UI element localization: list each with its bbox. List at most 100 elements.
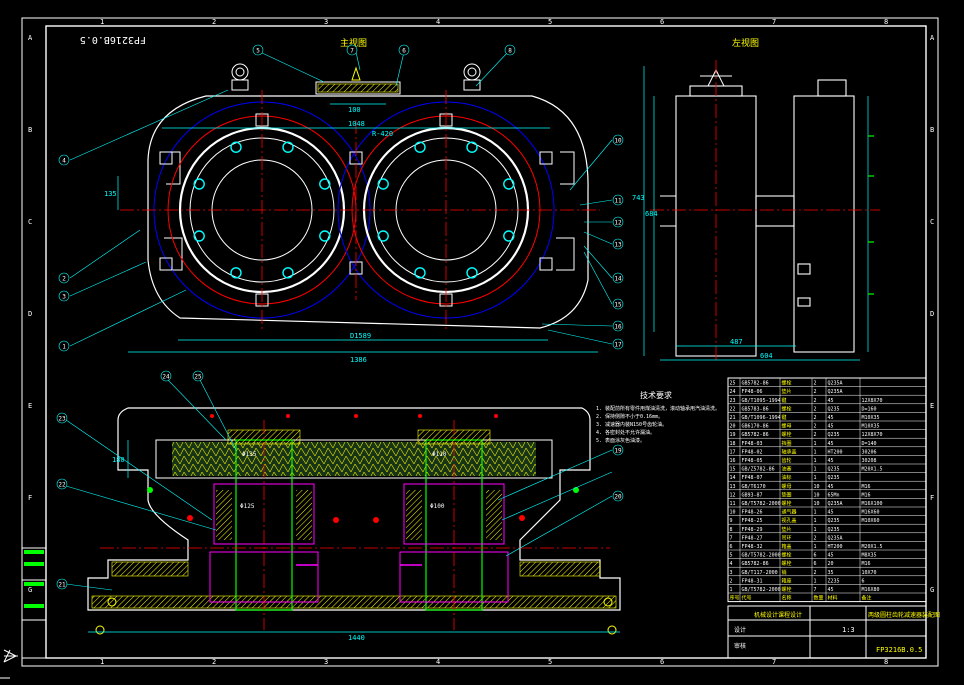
bom-cell-no: 1 bbox=[730, 587, 733, 593]
bom-cell-note: 6 bbox=[862, 578, 865, 584]
bom-cell-code: FP48-27 bbox=[742, 535, 763, 541]
bom-cell-qty: 1 bbox=[814, 527, 817, 533]
zone-bottom-6: 6 bbox=[660, 658, 664, 666]
bom-cell-mat: Q235A bbox=[828, 535, 843, 541]
part-balloon-label: 16 bbox=[614, 324, 622, 331]
bom-cell-code: GB/Z5782-86 bbox=[742, 467, 775, 473]
side-dimensions bbox=[643, 66, 869, 361]
bolt-hole-icon bbox=[193, 178, 205, 190]
part-balloon bbox=[56, 412, 68, 424]
bom-cell-mat: Q235 bbox=[828, 406, 840, 412]
dim-front-slot: 100 bbox=[348, 106, 361, 114]
lifting-eyes bbox=[231, 63, 481, 91]
side-markers bbox=[868, 135, 874, 295]
zone-top-8: 8 bbox=[884, 18, 888, 26]
zone-right-B: B bbox=[930, 126, 934, 134]
part-balloon bbox=[56, 478, 68, 490]
section-dimensions bbox=[88, 440, 620, 633]
bom-cell-name: 齿轮 bbox=[782, 457, 792, 464]
part-balloon-label: 20 bbox=[614, 494, 622, 501]
bom-header-cell: 代号 bbox=[742, 595, 752, 602]
bom-cell-mat: Z235 bbox=[828, 578, 840, 584]
bom-cell-note: D=160 bbox=[862, 406, 877, 412]
side-outline bbox=[660, 79, 855, 357]
bom-cell-no: 10 bbox=[730, 510, 736, 516]
bom-cell-note: M20X1.5 bbox=[862, 544, 883, 550]
bom-cell-qty: 6 bbox=[814, 561, 817, 567]
bom-cell-qty: 2 bbox=[814, 570, 817, 576]
part-balloon bbox=[612, 134, 624, 146]
bom-cell-code: GB/T1096-1994 bbox=[742, 415, 781, 421]
bom-cell-code: GB/T1095-1994 bbox=[742, 398, 781, 404]
bom-cell-name: 吊环 bbox=[782, 535, 792, 541]
part-balloon bbox=[252, 44, 264, 56]
bolt-hole-icon bbox=[230, 141, 242, 153]
bom-cell-code: GB/T5782-2000 bbox=[742, 553, 781, 559]
front-view-label: 主视图 bbox=[340, 37, 367, 49]
section-top-band bbox=[155, 439, 553, 479]
bom-cell-name: 视孔盖 bbox=[782, 517, 797, 524]
part-balloon bbox=[58, 154, 70, 166]
dim-side-width: 487 bbox=[730, 338, 743, 346]
bom-cell-qty: 7 bbox=[814, 587, 817, 593]
bom-cell-no: 20 bbox=[730, 424, 736, 430]
side-view[interactable]: 左视图 743 684 487 604 bbox=[632, 37, 880, 361]
zone-bottom-1: 1 bbox=[100, 658, 104, 666]
dim-left-height: 135 bbox=[104, 190, 117, 198]
housing-outline bbox=[147, 95, 589, 329]
dim-shaft-d3: Φ110 bbox=[432, 451, 447, 458]
bom-cell-qty: 10 bbox=[814, 492, 820, 498]
bom-cell-name: 螺栓 bbox=[782, 431, 792, 438]
front-view[interactable]: 主视图 bbox=[58, 37, 624, 364]
dim-side-height-inner: 684 bbox=[645, 210, 658, 218]
title-checker: 审核 bbox=[734, 642, 746, 650]
bom-cell-mat: Q235 bbox=[828, 467, 840, 473]
bom-cell-name: 垫片 bbox=[782, 526, 792, 533]
bom-cell-qty: 1 bbox=[814, 441, 817, 447]
bom-cell-name: 螺栓 bbox=[782, 405, 792, 412]
part-balloon bbox=[612, 338, 624, 350]
bom-cell-code: FP48-03 bbox=[742, 441, 763, 447]
part-balloon bbox=[56, 578, 68, 590]
bom-cell-no: 17 bbox=[730, 449, 736, 455]
housing-flange bbox=[164, 151, 575, 271]
bom-cell-name: 螺栓 bbox=[782, 380, 792, 387]
bom-cell-name: 轴承盖 bbox=[782, 448, 797, 455]
bom-cell-mat: 20 bbox=[828, 561, 834, 567]
part-balloon bbox=[160, 370, 172, 382]
dim-section-width: 1440 bbox=[348, 634, 365, 642]
bom-cell-mat: 35 bbox=[828, 570, 834, 576]
front-centerlines bbox=[120, 90, 600, 330]
bom-cell-name: 螺栓 bbox=[782, 586, 792, 593]
part-balloon-label: 13 bbox=[614, 242, 622, 249]
part-balloon-label: 7 bbox=[350, 48, 354, 55]
zone-left-F: F bbox=[28, 494, 32, 502]
zone-left-D: D bbox=[28, 310, 32, 318]
bom-cell-qty: 2 bbox=[814, 389, 817, 395]
zone-right-F: F bbox=[930, 494, 934, 502]
side-view-label: 左视图 bbox=[732, 37, 759, 49]
bom-cell-note: M16X100 bbox=[862, 501, 883, 507]
bolt-hole-icon bbox=[282, 267, 294, 279]
dim-section-height: 180 bbox=[112, 456, 125, 464]
bom-cell-no: 11 bbox=[730, 501, 736, 507]
bom-cell-note: 10X70 bbox=[862, 570, 877, 576]
zone-top-1: 1 bbox=[100, 18, 104, 26]
part-balloon bbox=[612, 272, 624, 284]
bom-cell-no: 15 bbox=[730, 467, 736, 473]
section-leaders bbox=[65, 379, 613, 591]
bom-cell-code: GB93-87 bbox=[742, 492, 763, 498]
zone-right-C: C bbox=[930, 218, 934, 226]
bom-cell-note: 30206 bbox=[862, 449, 877, 455]
bolt-hole-icon bbox=[193, 230, 205, 242]
part-balloon bbox=[612, 320, 624, 332]
zone-bottom-2: 2 bbox=[212, 658, 216, 666]
bom-header-cell: 材料 bbox=[828, 595, 838, 602]
zone-left-C: C bbox=[28, 218, 32, 226]
bom-cell-qty: 2 bbox=[814, 432, 817, 438]
bom-cell-code: GB/T117-2000 bbox=[742, 570, 778, 576]
